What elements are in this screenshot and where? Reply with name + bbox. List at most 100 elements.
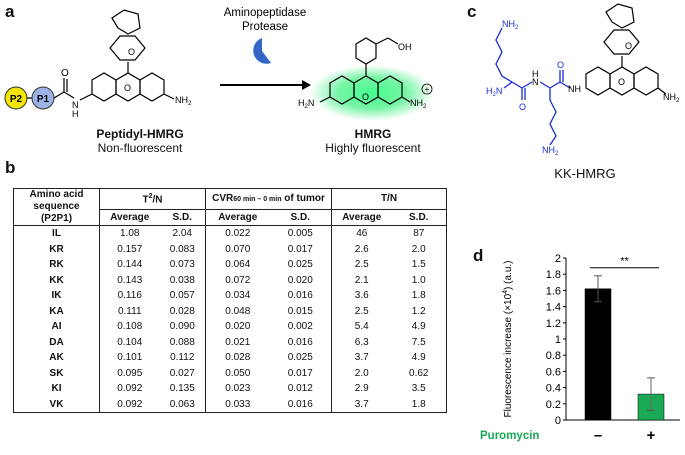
sequence-cell: RK (13, 257, 100, 273)
sd-header-1: S.D. (159, 208, 206, 226)
sequence-cell: DA (13, 334, 100, 350)
sd-header-2: S.D. (269, 208, 332, 226)
value-cell: 0.144 (117, 259, 143, 271)
enzyme-line1: Aminopeptidase (224, 7, 306, 19)
kk-xanthene-o-label: O (618, 77, 625, 87)
value-cell: 5.4 (354, 321, 369, 333)
value-cell: 2.6 (354, 243, 369, 255)
backbone (503, 70, 571, 146)
value-cell: 0.048 (225, 305, 251, 317)
peptidyl-hmrg-desc: Non-fluorescent (97, 141, 183, 155)
lys1-chain (495, 27, 513, 83)
p2-label: P2 (10, 94, 23, 105)
value-cell: 0.016 (269, 396, 332, 413)
carbonyl-o2-label: O (557, 60, 564, 70)
sd-header-3: S.D. (391, 208, 447, 226)
value-cell: 2.1 (354, 274, 369, 286)
value-cell: 0.028 (225, 352, 251, 364)
value-cell: 0.020 (225, 321, 251, 333)
y-tick-label: 1.4 (546, 302, 561, 314)
y-tick-label: 0.2 (546, 399, 561, 411)
value-cell: 0.101 (117, 352, 143, 364)
value-cell: 1.08 (99, 225, 160, 242)
group-header-tn: T/N (331, 188, 447, 209)
panel-a-scheme: P2 P1 O N H O O NH2 Aminopeptidase Prote… (4, 7, 434, 121)
peptide-n-label: N (532, 77, 539, 87)
carbonyl-o1-label: O (519, 102, 526, 112)
peptidyl-hmrg-name: Peptidyl-HMRG (96, 127, 184, 141)
value-cell: 0.070 (225, 243, 251, 255)
lys2-nh2-label: NH2 (542, 145, 559, 157)
y-tick-label: 1.2 (546, 318, 561, 330)
sequence-cell: SK (13, 365, 100, 381)
kk-lactone-o-label: O (625, 41, 632, 51)
value-cell: 0.012 (269, 381, 332, 397)
value-cell: 2.04 (159, 225, 206, 242)
value-cell: 0.092 (99, 396, 160, 413)
sequence-cell: AK (13, 350, 100, 366)
reaction-arrowhead (302, 80, 311, 90)
peptide-h-label: H (532, 69, 539, 79)
value-cell: 1.5 (391, 257, 447, 273)
xanthene-o-label: O (124, 83, 131, 93)
sequence-cell: KA (13, 303, 100, 319)
lys1-h2n-label: H2N (486, 86, 502, 98)
kk-hmrg-name: KK-HMRG (554, 166, 616, 181)
value-cell: 0.016 (269, 288, 332, 304)
significance-label: ** (620, 256, 629, 268)
y-tick-label: 0.4 (546, 383, 561, 395)
value-cell: 1.2 (391, 303, 447, 319)
value-cell: 0.050 (225, 367, 251, 379)
lys1-nh2-label: NH2 (502, 19, 519, 31)
oh-label: OH (398, 42, 412, 52)
xanthene-right (319, 37, 411, 105)
value-cell: 4.9 (391, 350, 447, 366)
kk-nh2-right-label: NH2 (663, 92, 680, 104)
value-cell: 0.002 (269, 319, 332, 335)
value-cell: 3.7 (354, 352, 369, 364)
value-cell: 0.023 (225, 383, 251, 395)
y-tick-label: 2 (555, 253, 561, 265)
value-cell: 46 (331, 225, 392, 242)
y-axis-title: Fluorescence increase (×104) (a.u.) (502, 260, 514, 417)
value-cell: 0.112 (159, 350, 206, 366)
value-cell: 0.038 (159, 272, 206, 288)
value-cell: 0.017 (269, 365, 332, 381)
value-cell: 0.090 (159, 319, 206, 335)
sequence-cell: IK (13, 288, 100, 304)
value-cell: 0.015 (269, 303, 332, 319)
value-cell: 0.063 (159, 396, 206, 413)
value-cell: 3.7 (331, 396, 392, 413)
p2-residue-circle (4, 86, 28, 110)
y-tick-label: 1.8 (546, 269, 561, 281)
value-cell: 0.025 (269, 350, 332, 366)
avg-header-1: Average (99, 208, 160, 226)
pacman-enzyme-icon (253, 38, 271, 64)
value-cell: 0.083 (159, 241, 206, 257)
avg-header-2: Average (205, 208, 270, 226)
value-cell: 0.005 (269, 225, 332, 242)
value-cell: 2.0 (354, 367, 369, 379)
panel-letter-c: c (467, 2, 477, 21)
value-cell: 4.9 (391, 319, 447, 335)
puromycin-label: Puromycin (480, 430, 539, 442)
value-cell: 0.095 (117, 367, 143, 379)
table-row: AK 0.101 0.112 0.028 0.025 3.7 4.9 (13, 350, 447, 366)
category-label: – (594, 427, 602, 444)
value-cell: 6.3 (354, 336, 369, 348)
sequence-cell: KR (13, 241, 100, 257)
value-cell: 3.6 (354, 290, 369, 302)
sequence-cell: AI (13, 319, 100, 335)
anilide-nh-label: NH (568, 84, 581, 94)
value-cell: 0.025 (269, 257, 332, 273)
bar-minus (584, 288, 612, 421)
value-cell: 0.092 (117, 383, 143, 395)
